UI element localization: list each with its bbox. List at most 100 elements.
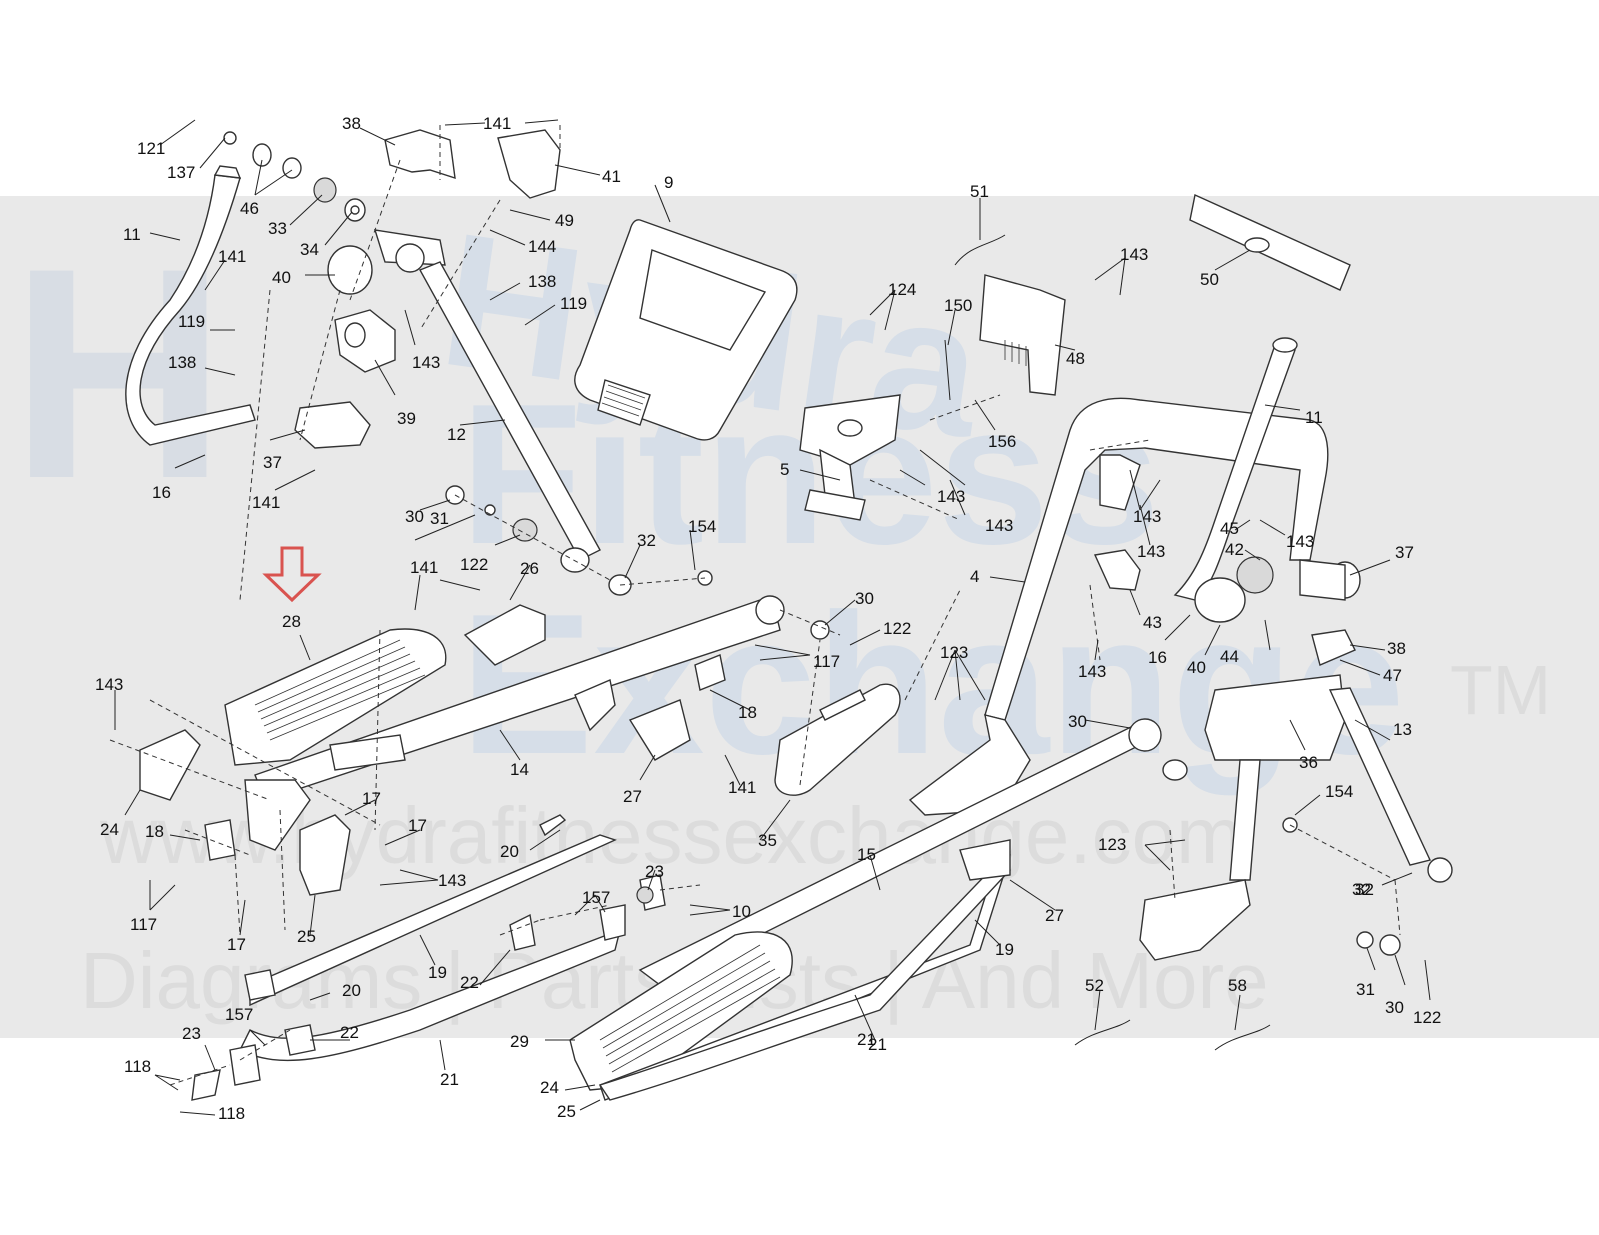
upper-arm-12 [419,261,601,573]
front-base [1139,879,1251,961]
rear-leg-13 [1229,687,1453,883]
callout: 157 [582,888,610,907]
callout: 36 [1299,753,1318,772]
callout: 118 [218,1104,245,1123]
callout: 46 [240,199,259,218]
callout: 119 [178,312,205,331]
callout: 27 [1045,906,1064,925]
callout: 138 [168,353,196,372]
callout: 143 [937,487,965,506]
callout: 141 [410,558,438,577]
callout: 24 [540,1078,559,1097]
callout: 9 [664,173,673,192]
rear-cover-35 [774,683,901,796]
right-upper-handle-11 [1173,337,1298,601]
pedal-rail-19-21-left [239,834,622,1062]
callout: 143 [1137,542,1165,561]
callout: 26 [520,559,539,578]
callout-labels: 121 137 46 33 34 38 141 41 49 144 11 141… [95,114,1441,1123]
callout: 15 [857,845,876,864]
callout: 42 [1225,540,1244,559]
wires [944,234,1271,1051]
console-mast-5 [799,394,901,521]
callout: 141 [728,778,756,797]
callout: 143 [1133,507,1161,526]
right-pivot-assembly [1194,556,1361,623]
left-upper-handle [125,165,256,446]
callout: 143 [438,871,466,890]
callout: 50 [1200,270,1219,289]
callout: 23 [645,862,664,881]
callout: 138 [528,272,556,291]
callout: 122 [883,619,911,638]
callout: 31 [430,509,449,528]
callout: 11 [123,225,141,244]
callout: 24 [100,820,119,839]
callout: 38 [342,114,361,133]
callout: 143 [1120,245,1148,264]
bracket-48 [979,274,1066,396]
shroud-38-left [384,129,456,180]
callout: 14 [510,760,529,779]
callout: 45 [1220,519,1239,538]
callout: 21 [857,1030,876,1049]
callout: 122 [460,555,488,574]
dashed-assembly-lines [109,125,1401,1086]
callout: 27 [623,787,642,806]
callout: 157 [225,1005,253,1024]
shroud-38-right [1311,629,1356,666]
shroud-39 [334,309,396,373]
watermark-logo: H [10,205,227,541]
callout: 18 [738,703,757,722]
callout: 51 [970,182,989,201]
callout: 17 [408,816,427,835]
callout: 121 [137,139,165,158]
callout: 143 [1078,662,1106,681]
callout: 41 [602,167,621,186]
callout: 19 [428,963,447,982]
callout: 19 [995,940,1014,959]
shroud-41 [497,129,561,199]
callout: 143 [95,675,123,694]
callout: 30 [855,589,874,608]
callout: 122 [1413,1008,1441,1027]
shroud-43 [1093,549,1141,591]
callout: 117 [130,915,157,934]
callout: 28 [282,612,301,631]
callout: 30 [405,507,424,526]
callout: 25 [557,1102,576,1121]
callout: 123 [1098,835,1126,854]
callout: 22 [340,1023,359,1042]
console-9 [574,219,798,441]
handle-tray-50 [1189,193,1351,291]
callout: 43 [1143,613,1162,632]
callout: 48 [1066,349,1085,368]
callout: 30 [1068,712,1087,731]
callout: 10 [732,902,751,921]
callout: 141 [252,493,280,512]
callout: 40 [1187,658,1206,677]
callout: 17 [362,789,381,808]
pedal-29 [569,931,793,1091]
callout: 5 [780,460,789,479]
watermark-tm: TM [1450,651,1552,729]
callout: 40 [272,268,291,287]
callout: 11 [1305,408,1323,427]
callout: 143 [985,516,1013,535]
callout: 154 [1325,782,1353,801]
callout: 21 [440,1070,459,1089]
callout: 12 [447,425,466,444]
callout: 32 [1352,880,1371,899]
callout: 58 [1228,976,1247,995]
pivot-shaft [327,229,446,295]
callout: 39 [397,409,416,428]
callout: 141 [483,114,511,133]
callout: 25 [297,927,316,946]
callout: 143 [412,353,440,372]
callout: 38 [1387,639,1406,658]
front-stabilizer-36 [1204,674,1346,761]
callout: 119 [560,294,587,313]
callout: 16 [152,483,171,502]
callout: 16 [1148,648,1167,667]
